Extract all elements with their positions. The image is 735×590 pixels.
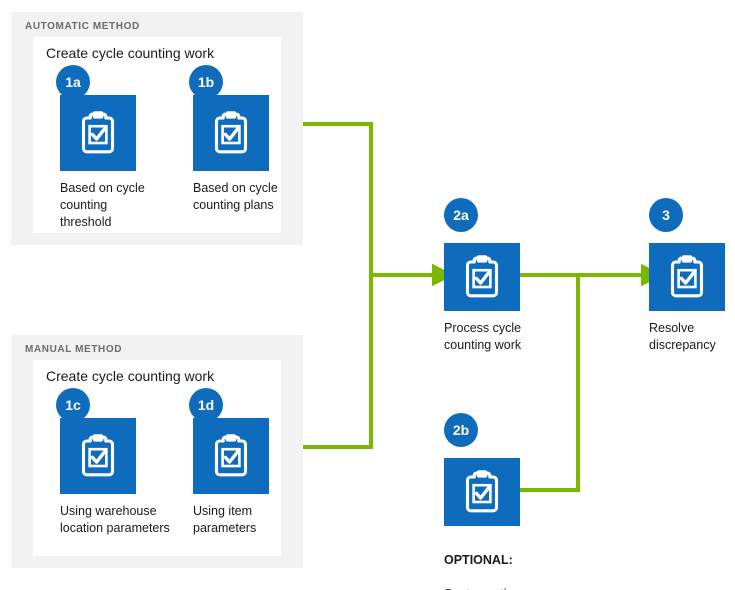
connector-manual-to-process (303, 275, 373, 449)
badge-1d: 1d (189, 388, 223, 422)
group-title-automatic: AUTOMATIC METHOD (25, 21, 140, 32)
badge-1a: 1a (56, 65, 90, 99)
tile-2b[interactable] (444, 458, 520, 526)
caption-3: Resolve discrepancy (649, 321, 716, 352)
card-heading-automatic: Create cycle counting work (46, 45, 215, 61)
tile-1d[interactable] (193, 418, 269, 494)
node-1d[interactable]: 1d Using item parameters (166, 360, 296, 550)
tile-2a[interactable] (444, 243, 520, 311)
clipboard-check-icon (667, 254, 707, 300)
tile-1c[interactable] (60, 418, 136, 494)
tile-1b[interactable] (193, 95, 269, 171)
group-card-automatic: Create cycle counting work 1a Based on c… (33, 37, 281, 233)
caption-1b: Based on cycle counting plans (193, 181, 278, 212)
caption-2b: Spot counting (444, 587, 520, 590)
optional-label: OPTIONAL: (444, 552, 513, 567)
node-3[interactable]: 3 Resolve discrepancy (645, 198, 735, 358)
group-panel-manual: MANUAL METHOD Create cycle counting work… (11, 335, 303, 568)
clipboard-check-icon (462, 469, 502, 515)
caption-2b-optional: OPTIONAL: Spot counting (444, 535, 554, 590)
clipboard-check-icon (462, 254, 502, 300)
clipboard-check-icon (78, 110, 118, 156)
clipboard-check-icon (78, 433, 118, 479)
badge-1b: 1b (189, 65, 223, 99)
node-2a[interactable]: 2a Process cycle counting work (440, 198, 560, 358)
node-1c[interactable]: 1c Using warehouse location parameters (33, 360, 170, 550)
caption-1c: Using warehouse location parameters (60, 504, 170, 535)
group-panel-automatic: AUTOMATIC METHOD Create cycle counting w… (11, 12, 303, 245)
node-2b[interactable]: 2b OPTIONAL: Spot counting (440, 413, 560, 590)
caption-1a: Based on cycle counting threshold (60, 181, 145, 229)
group-title-manual: MANUAL METHOD (25, 344, 123, 355)
badge-3: 3 (649, 198, 683, 232)
tile-3[interactable] (649, 243, 725, 311)
caption-1d: Using item parameters (193, 504, 257, 535)
node-1b[interactable]: 1b Based on cycle counting plans (166, 37, 296, 227)
card-heading-manual: Create cycle counting work (46, 368, 215, 384)
clipboard-check-icon (211, 433, 251, 479)
badge-2b: 2b (444, 413, 478, 447)
clipboard-check-icon (211, 110, 251, 156)
badge-1c: 1c (56, 388, 90, 422)
connector-automatic-to-process (303, 122, 373, 275)
caption-2a: Process cycle counting work (444, 321, 522, 352)
group-card-manual: Create cycle counting work 1c Using ware… (33, 360, 281, 556)
node-1a[interactable]: 1a Based on cycle counting threshold (33, 37, 163, 229)
tile-1a[interactable] (60, 95, 136, 171)
badge-2a: 2a (444, 198, 478, 232)
